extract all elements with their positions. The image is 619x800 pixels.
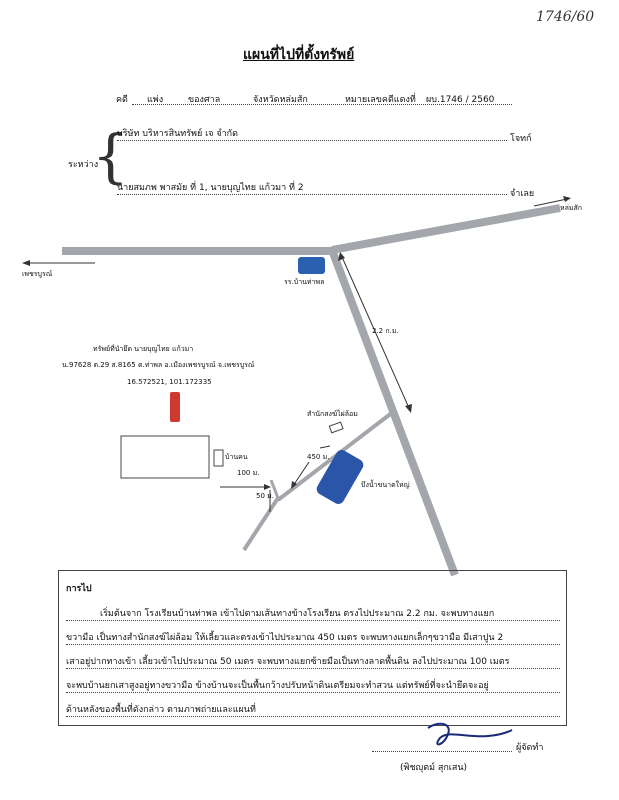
label-property-location: น.97628 ต.29 ส.8165 ต.ท่าพล อ.เมืองเพชรบ… bbox=[62, 361, 255, 369]
south-road bbox=[328, 248, 459, 577]
plaintiff-line bbox=[117, 140, 507, 141]
road-to-lomsak bbox=[331, 204, 561, 254]
case-type: แพ่ง bbox=[147, 95, 164, 105]
red-case-number: ผบ.1746 / 2560 bbox=[426, 95, 495, 105]
between-label: ระหว่าง bbox=[68, 160, 99, 170]
label-office: สำนักสงฆ์ไผ่ล้อม bbox=[307, 410, 358, 418]
defendant-line bbox=[117, 194, 507, 195]
directions-heading: การไป bbox=[66, 584, 92, 594]
directions-line: เสาอยู่ปากทางเข้า เลี้ยวเข้าไปประมาณ 50 … bbox=[66, 657, 510, 667]
directions-line: ด้านหลังของพื้นที่ดังกล่าว ตามภาพถ่ายและ… bbox=[66, 705, 256, 715]
signature-role: ผู้จัดทำ bbox=[516, 743, 544, 753]
plaintiff-name: บริษัท บริหารสินทรัพย์ เจ จำกัด bbox=[117, 129, 238, 139]
red-case-label: หมายเลขคดีแดงที่ bbox=[345, 95, 416, 105]
case-label: คดี bbox=[116, 95, 128, 105]
pond-marker bbox=[316, 450, 364, 504]
distance-arrow bbox=[341, 256, 410, 409]
party-brace: { bbox=[92, 122, 129, 190]
court-name: จังหวัดหล่มสัก bbox=[253, 95, 308, 105]
label-dist-100: 100 ม. bbox=[237, 469, 260, 477]
school-marker bbox=[298, 257, 325, 274]
label-dist-450: 450 ม. bbox=[307, 453, 330, 461]
document-number: 1746/60 bbox=[536, 9, 595, 25]
office-marker bbox=[328, 421, 344, 434]
arrow-lomsak bbox=[533, 198, 568, 207]
label-distance-main: 2.2 ก.ม. bbox=[372, 327, 399, 335]
property-marker bbox=[170, 392, 180, 422]
label-pond: บึงน้ำขนาดใหญ่ bbox=[361, 481, 410, 489]
label-house: บ้านคน bbox=[225, 453, 248, 461]
page-title: แผนที่ไปที่ตั้งทรัพย์ bbox=[243, 47, 355, 63]
label-dist-50: 50 ม. bbox=[256, 492, 274, 500]
house-marker bbox=[213, 449, 224, 467]
label-school: รร.บ้านท่าพล bbox=[284, 278, 325, 286]
plaintiff-role: โจทก์ bbox=[510, 134, 532, 144]
plot-outline bbox=[120, 435, 210, 479]
directions-line: ขวามือ เป็นทางสำนักสงฆ์ไผ่ล้อม ให้เลี้ยว… bbox=[66, 633, 504, 643]
court-label: ของศาล bbox=[188, 95, 221, 105]
case-line bbox=[132, 104, 512, 105]
lower-road bbox=[242, 496, 280, 552]
signature-name: (พิชญุตม์ สุกเสน) bbox=[400, 763, 468, 773]
directions-line: เริ่มต้นจาก โรงเรียนบ้านท่าพล เข้าไปตามเ… bbox=[100, 609, 495, 619]
label-lomsak: หล่มสัก bbox=[560, 204, 583, 212]
label-phetchabun: เพชรบูรณ์ bbox=[22, 270, 53, 278]
label-coordinates: 16.572521, 101.172335 bbox=[127, 378, 212, 386]
label-property-title: ทรัพย์ที่นำยึด นายบุญไทย แก้วมา bbox=[93, 345, 194, 353]
defendant-role: จำเลย bbox=[510, 189, 535, 199]
directions-box bbox=[58, 570, 567, 726]
directions-line: จะพบบ้านยกเสาสูงอยู่ทางขวามือ ข้างบ้านจะ… bbox=[66, 681, 489, 691]
signature-line bbox=[372, 751, 512, 752]
defendant-name: นายสมภพ พาสมัย ที่ 1, นายบุญไทย แก้วมา ท… bbox=[117, 183, 304, 193]
